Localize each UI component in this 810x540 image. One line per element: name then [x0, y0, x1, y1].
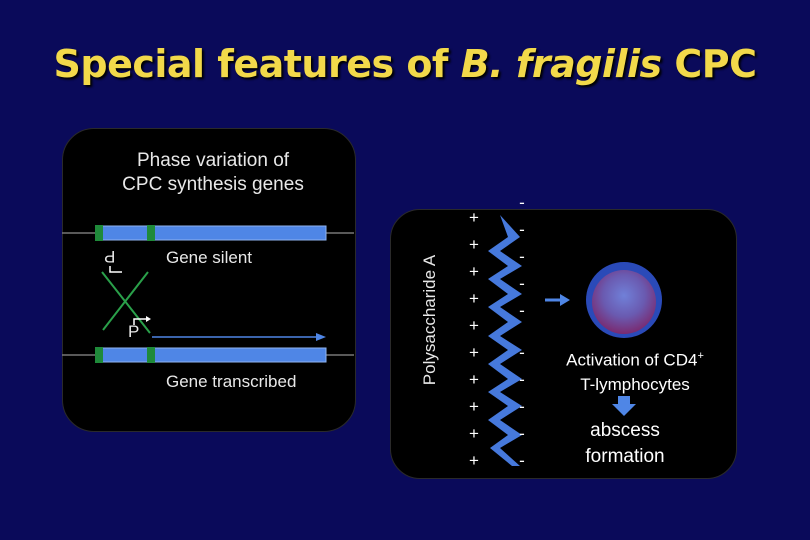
minus-charge: -	[519, 451, 525, 470]
phase-variation-panel: Phase variation of CPC synthesis genes	[62, 128, 356, 432]
phase-variation-heading: Phase variation of CPC synthesis genes	[63, 149, 363, 197]
inversion-cross-a	[101, 271, 151, 334]
abscess-line-1: abscess	[590, 420, 660, 441]
minus-charge: -	[519, 193, 525, 212]
gene-silent-label: Gene silent	[166, 248, 252, 267]
plus-charge: +	[469, 343, 479, 362]
minus-charge: -	[519, 247, 525, 266]
polysaccharide-panel	[390, 209, 737, 479]
promoter-arrow-flipped	[109, 266, 122, 273]
plus-charge: +	[469, 262, 479, 281]
invert-marker-upper-right	[147, 225, 155, 241]
plus-charge: +	[469, 370, 479, 389]
activation-text: Activation of CD4+ T-lymphocytes	[540, 344, 730, 397]
invert-marker-lower-right	[147, 347, 155, 363]
plus-charge: +	[469, 316, 479, 335]
slide-title: Special features of B. fragilis CPC	[0, 42, 810, 86]
title-italic: B. fragilis	[460, 42, 662, 86]
polysaccharide-a-label: Polysaccharide A	[420, 254, 439, 386]
promoter-arrow	[133, 318, 146, 325]
cell-inner	[592, 270, 656, 334]
abscess-text: abscess formation	[560, 418, 690, 470]
heading-line-1: Phase variation of	[136, 150, 290, 171]
gene-bar-lower	[95, 347, 327, 363]
minus-charge: -	[519, 343, 525, 362]
heading-line-2: CPC synthesis genes	[122, 174, 304, 195]
invert-marker-lower-left	[95, 347, 103, 363]
promoter-label: P	[128, 322, 140, 341]
plus-charge: +	[469, 208, 479, 227]
promoter-label-flipped: P	[104, 247, 116, 266]
minus-charge: -	[519, 274, 525, 293]
activation-main: Activation of CD4	[566, 350, 698, 370]
plus-charge: +	[469, 289, 479, 308]
minus-charge: -	[519, 370, 525, 389]
arrow-to-abscess	[612, 396, 636, 416]
activation-line-2: T-lymphocytes	[580, 374, 690, 394]
minus-charge: -	[519, 397, 525, 416]
invert-marker-upper-left	[95, 225, 103, 241]
inversion-cross-b	[102, 271, 149, 331]
gene-transcribed-label: Gene transcribed	[166, 372, 297, 391]
gene-bar-upper	[95, 225, 327, 241]
plus-charge: +	[469, 235, 479, 254]
abscess-line-2: formation	[585, 446, 665, 467]
plus-charge: +	[469, 397, 479, 416]
minus-charge: -	[519, 424, 525, 443]
minus-charge: -	[519, 220, 525, 239]
plus-charge: +	[469, 451, 479, 470]
charge-zigzag	[488, 215, 522, 466]
title-suffix: CPC	[661, 42, 757, 86]
title-prefix: Special features of	[53, 42, 461, 86]
minus-charge: -	[519, 301, 525, 320]
activation-line-1: Activation of CD4+	[540, 344, 730, 373]
activation-superscript: +	[697, 350, 704, 362]
plus-charge: +	[469, 424, 479, 443]
